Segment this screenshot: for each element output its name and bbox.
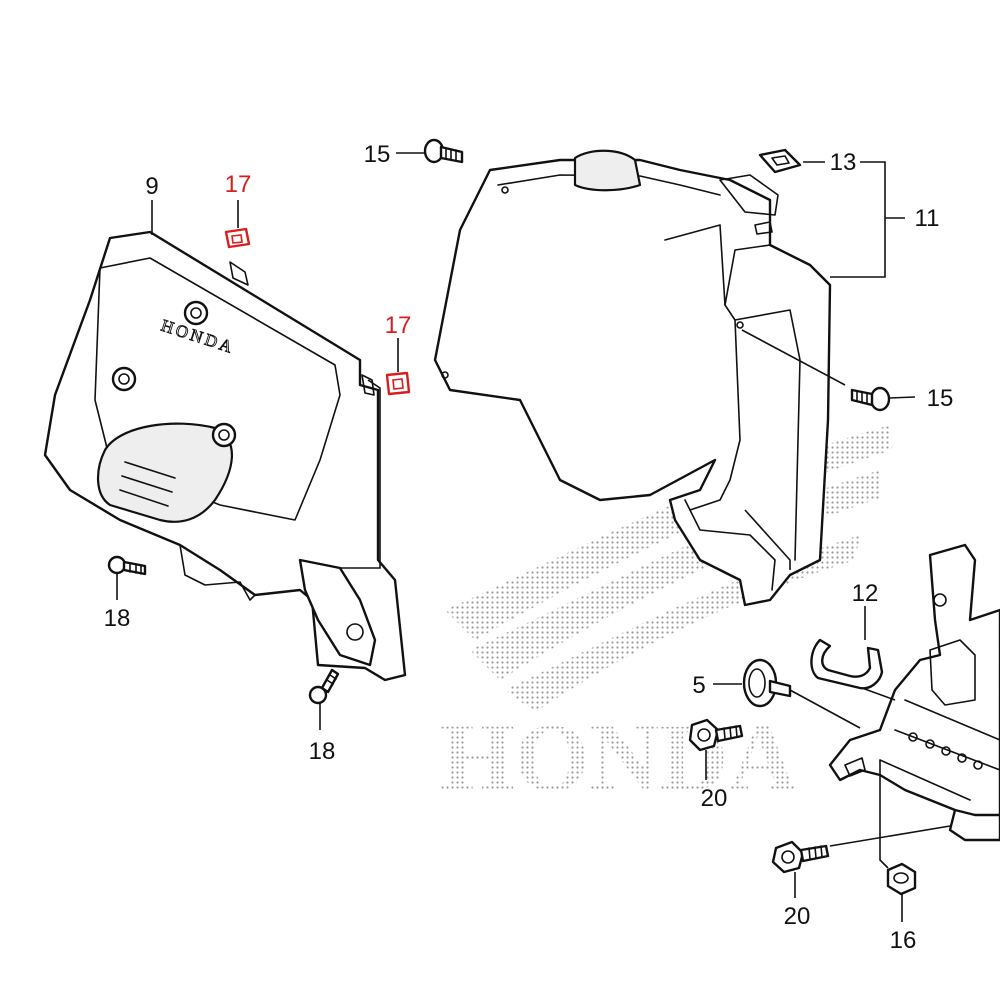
callout-15-b: 15 <box>927 385 954 412</box>
callout-12: 12 <box>852 580 879 607</box>
part-5-grommet <box>742 658 792 708</box>
leader-lines <box>116 152 951 922</box>
frame-bracket <box>828 543 1000 842</box>
part-13-clip-nut <box>758 148 802 174</box>
callout-5: 5 <box>692 672 705 699</box>
callout-17-b: 17 <box>385 312 412 339</box>
callout-18-a: 18 <box>104 605 131 632</box>
part-16-nut <box>886 862 917 896</box>
callout-15-a: 15 <box>364 141 391 168</box>
callout-20-b: 20 <box>784 903 811 930</box>
callout-labels: 9 17 17 15 15 13 11 12 5 18 18 20 20 16 <box>104 141 954 954</box>
part-20-bolt-b <box>771 840 830 874</box>
callout-17-a: 17 <box>225 171 252 198</box>
part-9-front-cover: HONDA <box>43 230 407 682</box>
part-20-bolt-a <box>688 718 744 752</box>
callout-9: 9 <box>145 173 158 200</box>
part-11-inner-cover <box>433 149 832 607</box>
part-18-screw-a <box>107 555 147 576</box>
callout-13: 13 <box>830 149 857 176</box>
part-18-screw-b <box>308 668 340 705</box>
callout-11: 11 <box>915 205 940 232</box>
callout-20-a: 20 <box>701 785 728 812</box>
callout-18-b: 18 <box>309 738 336 765</box>
watermark-text: HONDA <box>440 704 797 811</box>
callout-16: 16 <box>890 927 917 954</box>
part-15-screw-a <box>423 138 464 164</box>
part-12-clip <box>810 638 884 690</box>
part-15-screw-b <box>850 386 891 412</box>
part-17-clip-b <box>385 371 411 396</box>
part-17-clip-a <box>224 227 251 249</box>
